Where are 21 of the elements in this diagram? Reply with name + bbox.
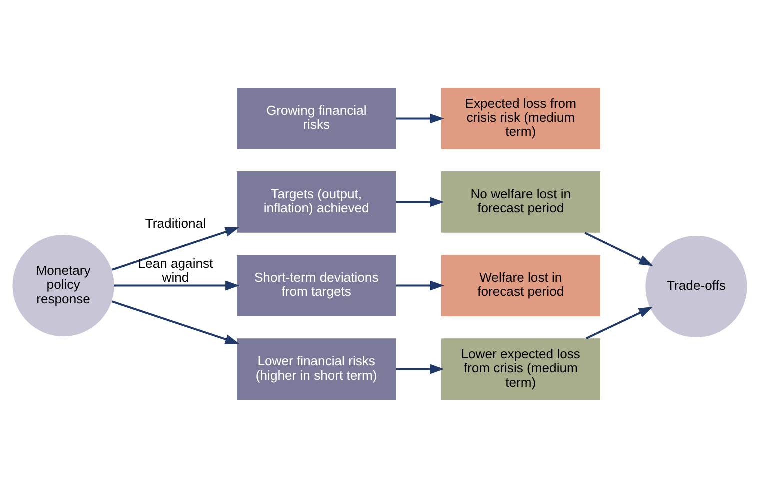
- node-circle: Trade-offs: [646, 236, 748, 338]
- arrow: [396, 280, 444, 291]
- node-box: Lower financial risks (higher in short term): [237, 338, 396, 400]
- arrow: [586, 306, 654, 340]
- arrow: [114, 280, 240, 291]
- node-box: Short-term deviations from targets: [237, 255, 396, 316]
- arrow: [584, 232, 654, 266]
- node-box: Growing financial risks: [237, 88, 396, 150]
- arrow: [396, 197, 444, 208]
- arrow: [112, 300, 240, 344]
- edge-label: Lean against wind: [138, 256, 214, 286]
- arrow: [112, 227, 240, 271]
- node-box: Expected loss from crisis risk (medium term): [441, 88, 600, 150]
- arrow: [396, 364, 444, 374]
- node-box: Targets (output, inflation) achieved: [237, 172, 396, 233]
- node-box: Lower expected loss from crisis (medium term): [441, 338, 600, 400]
- node-box: No welfare lost in forecast period: [441, 172, 600, 233]
- node-circle: Monetary policy response: [12, 234, 114, 337]
- node-box: Welfare lost in forecast period: [441, 255, 600, 316]
- edge-label: Traditional: [145, 216, 206, 231]
- arrow: [396, 114, 444, 124]
